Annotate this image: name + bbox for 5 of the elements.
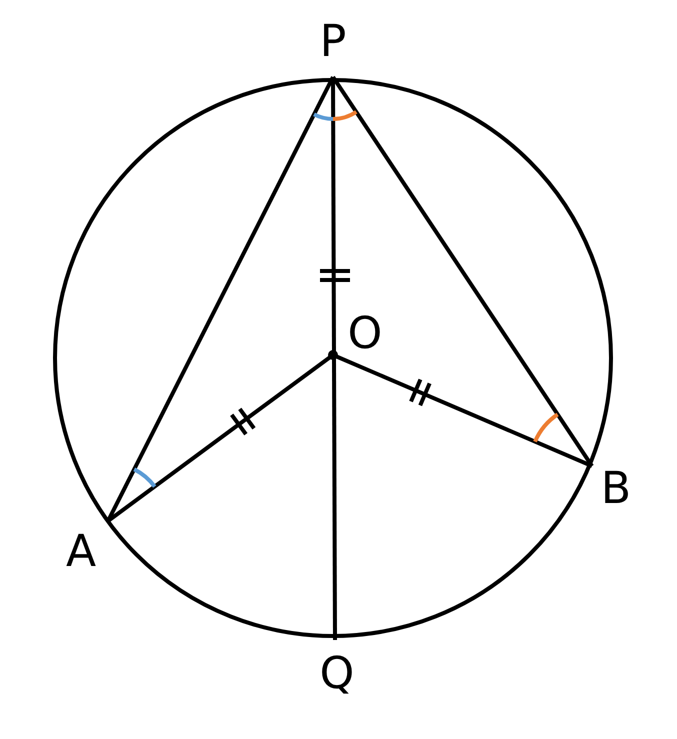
point-label: P — [320, 16, 346, 67]
point-label: A — [66, 526, 96, 577]
point-label: O — [348, 308, 382, 359]
point-label: B — [600, 463, 632, 514]
point-label: Q — [320, 648, 354, 699]
